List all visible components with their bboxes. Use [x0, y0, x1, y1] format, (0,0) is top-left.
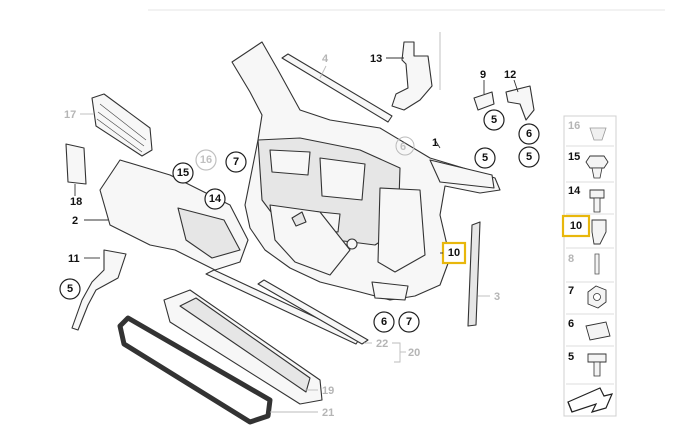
svg-text:14: 14 [568, 185, 581, 197]
callout-6c: 6 [518, 123, 540, 145]
svg-text:5: 5 [491, 114, 497, 126]
part-13-bracket: 13 1 [370, 32, 441, 149]
callout-14: 14 [204, 188, 226, 210]
svg-text:12: 12 [504, 69, 516, 81]
svg-text:7: 7 [568, 285, 574, 297]
svg-text:6: 6 [381, 316, 387, 328]
callout-6b-grey: 6 [400, 141, 406, 153]
part-3-strip: 3 [467, 221, 500, 327]
svg-text:5: 5 [482, 152, 488, 164]
svg-text:7: 7 [233, 156, 239, 168]
svg-text:18: 18 [70, 196, 82, 208]
callout-5d: 5 [518, 146, 540, 168]
svg-text:6: 6 [526, 128, 532, 140]
part-19-lower-grille: 19 [163, 289, 334, 405]
part-4-strip: 4 [281, 53, 393, 123]
svg-text:5: 5 [526, 151, 532, 163]
fastener-sidebar: 16 15 14 10 8 7 6 5 [561, 115, 617, 417]
svg-text:5: 5 [568, 351, 574, 363]
callout-10-highlight[interactable]: 10 [440, 241, 467, 265]
svg-text:20: 20 [408, 347, 420, 359]
svg-text:22: 22 [376, 338, 388, 350]
svg-text:16: 16 [200, 154, 212, 166]
svg-text:1: 1 [432, 137, 438, 149]
svg-text:15: 15 [177, 167, 189, 179]
part-12-clip: 12 [504, 69, 535, 121]
sidebar-arrow-icon [567, 387, 614, 413]
svg-text:21: 21 [322, 407, 334, 419]
svg-text:19: 19 [322, 385, 334, 397]
svg-text:2: 2 [72, 215, 78, 227]
svg-text:7: 7 [406, 316, 412, 328]
callout-16-grey: 16 [195, 149, 217, 171]
svg-text:3: 3 [494, 291, 500, 303]
part-9-clip: 9 [473, 69, 495, 111]
callout-15: 15 [172, 162, 194, 184]
svg-text:4: 4 [322, 53, 329, 65]
part-11-bracket: 11 [68, 249, 127, 331]
svg-text:14: 14 [209, 193, 222, 205]
svg-text:6: 6 [568, 318, 574, 330]
part-2-air-duct: 2 [72, 159, 249, 271]
callout-5c: 5 [483, 109, 505, 131]
svg-text:16: 16 [568, 120, 580, 132]
svg-text:11: 11 [68, 253, 80, 265]
svg-text:10: 10 [570, 220, 582, 232]
svg-text:9: 9 [480, 69, 486, 81]
svg-text:5: 5 [67, 283, 73, 295]
callout-7b: 7 [398, 311, 420, 333]
callout-6a: 6 [373, 311, 395, 333]
part-22-strip: 22 20 [205, 269, 420, 363]
svg-text:10: 10 [448, 247, 460, 259]
callout-5b: 5 [474, 147, 496, 169]
svg-text:6: 6 [400, 141, 406, 153]
part-17-grille: 17 [64, 93, 153, 157]
callout-7a: 7 [225, 151, 247, 173]
svg-text:17: 17 [64, 109, 76, 121]
svg-text:13: 13 [370, 53, 382, 65]
callout-5a: 5 [59, 278, 81, 300]
svg-text:15: 15 [568, 151, 580, 163]
part-18-duct: 18 [65, 143, 87, 208]
front-panel-carrier [231, 41, 501, 301]
part-21-seal: 21 [117, 315, 334, 425]
svg-text:8: 8 [568, 253, 574, 265]
